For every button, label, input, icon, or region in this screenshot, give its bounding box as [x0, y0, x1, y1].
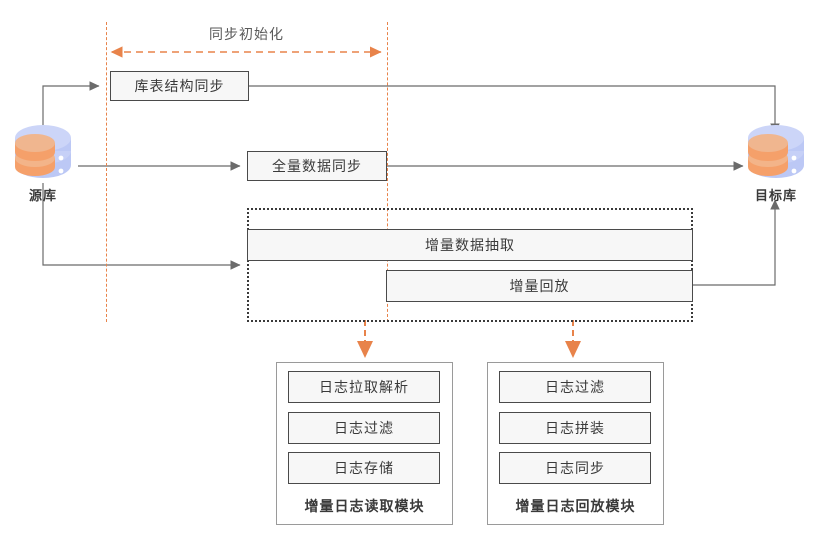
stage-full-data-sync[interactable]: 全量数据同步 — [247, 151, 387, 181]
log-replay-item-2[interactable]: 日志同步 — [499, 452, 651, 484]
log-read-item-0[interactable]: 日志拉取解析 — [288, 371, 440, 403]
source-database-label: 源库 — [28, 188, 57, 203]
phase-guide-left — [106, 22, 107, 322]
phase-label: 同步初始化 — [209, 26, 284, 42]
target-database-icon — [744, 125, 808, 187]
incremental-region — [247, 208, 693, 322]
connector-replay-to-target — [693, 199, 780, 286]
log-read-module-title: 增量日志读取模块 — [304, 498, 425, 514]
stage-incremental-extract[interactable]: 增量数据抽取 — [247, 229, 693, 261]
target-database-label: 目标库 — [754, 188, 797, 203]
phase-guide-right — [387, 22, 388, 322]
log-read-item-2[interactable]: 日志存储 — [288, 452, 440, 484]
connector-schema-to-target — [249, 85, 780, 134]
source-database-icon — [11, 125, 75, 187]
log-replay-item-1[interactable]: 日志拼装 — [499, 412, 651, 444]
log-read-item-1[interactable]: 日志过滤 — [288, 412, 440, 444]
stage-schema-sync[interactable]: 库表结构同步 — [110, 71, 249, 101]
log-replay-module-title: 增量日志回放模块 — [515, 498, 636, 514]
log-replay-item-0[interactable]: 日志过滤 — [499, 371, 651, 403]
stage-incremental-replay[interactable]: 增量回放 — [386, 270, 693, 302]
